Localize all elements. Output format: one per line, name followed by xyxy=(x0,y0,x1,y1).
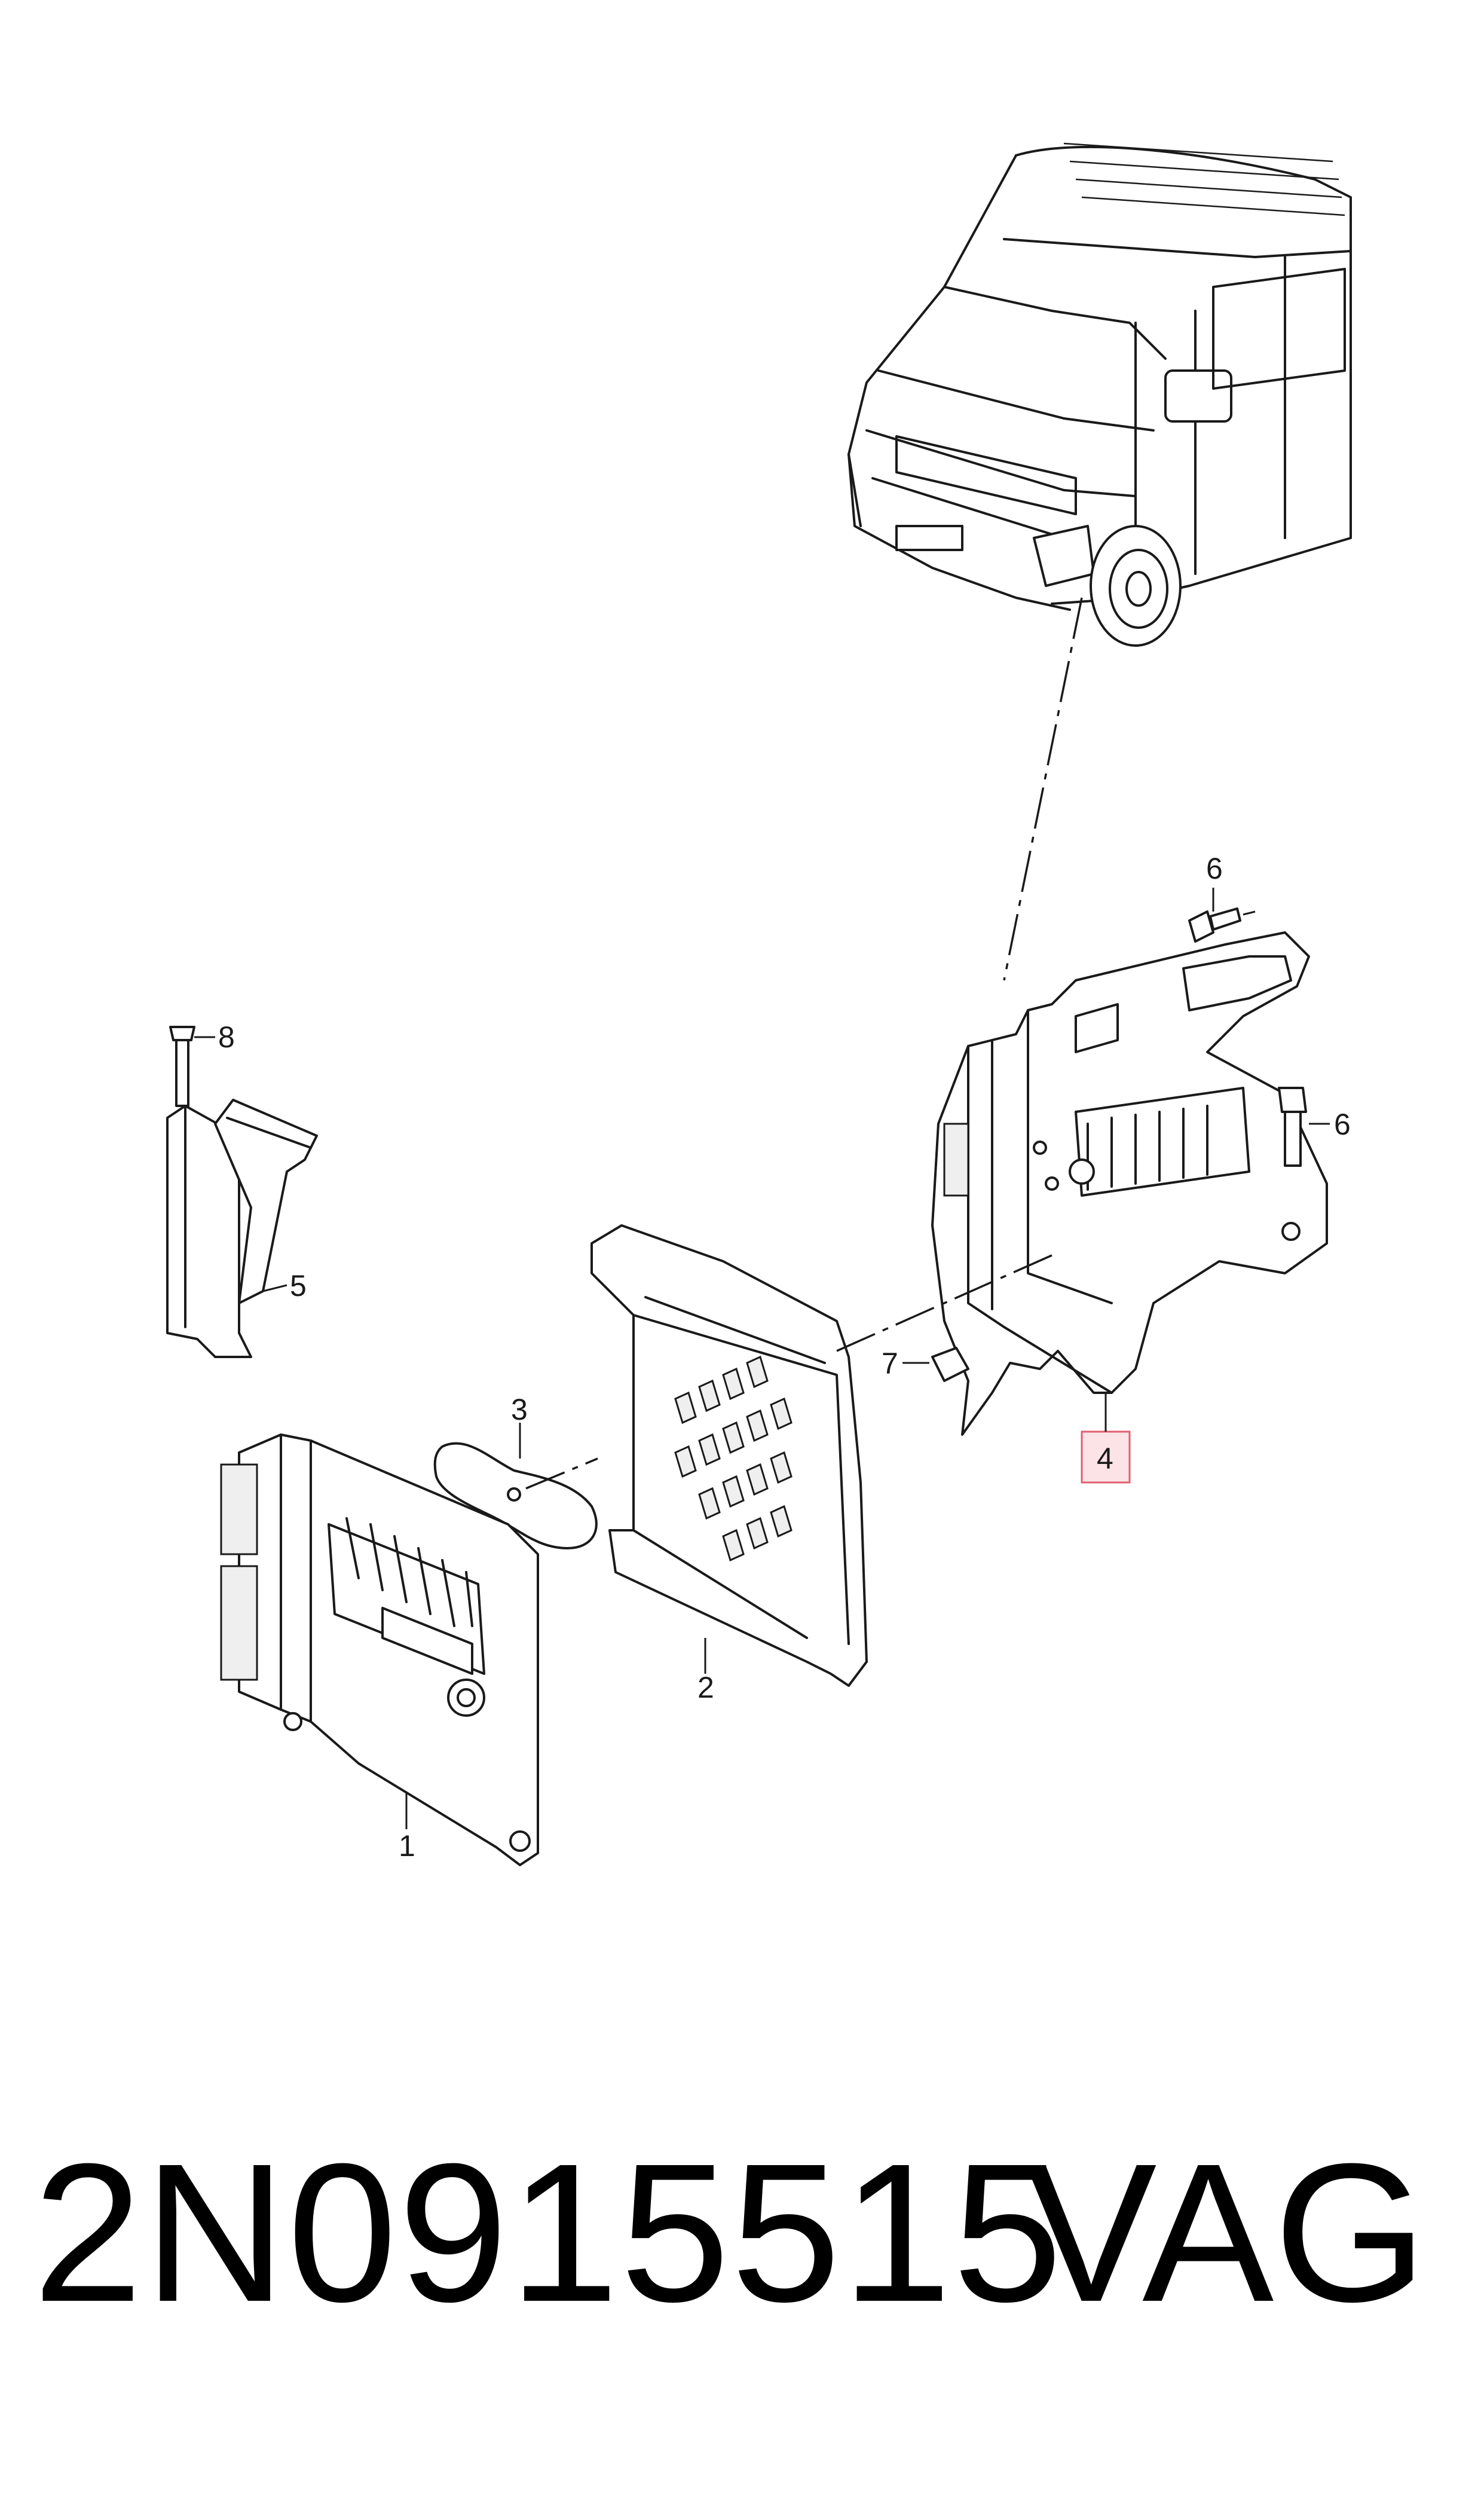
part-number-label: 2N0915515 xyxy=(33,2122,1064,2343)
callout-8[interactable]: 8 xyxy=(218,1020,235,1054)
callout-1[interactable]: 1 xyxy=(399,1829,415,1863)
van-illustration xyxy=(847,142,1352,647)
callout-5[interactable]: 5 xyxy=(290,1269,307,1303)
part-8-screw xyxy=(169,1026,215,1107)
part-7-nut xyxy=(902,1347,969,1382)
part-2-housing xyxy=(590,1224,868,1687)
callout-7[interactable]: 7 xyxy=(882,1347,898,1380)
part-3-pad xyxy=(433,1423,598,1549)
part-6-bolt-upper xyxy=(1188,907,1256,943)
brand-label: VAG xyxy=(1025,2122,1427,2343)
part-4-bracket xyxy=(931,931,1328,1436)
part-1-control-unit xyxy=(220,1433,539,1866)
callout-4[interactable]: 4 xyxy=(1097,1442,1113,1475)
callout-6-upper[interactable]: 6 xyxy=(1206,852,1223,885)
housing-slots xyxy=(674,1355,793,1562)
callout-6-right[interactable]: 6 xyxy=(1334,1108,1351,1141)
callout-3[interactable]: 3 xyxy=(511,1393,528,1426)
assembly-line-2-to-4 xyxy=(836,1254,1052,1352)
location-leader-line xyxy=(1003,597,1083,981)
callout-2[interactable]: 2 xyxy=(697,1671,714,1704)
part-6-bolt-right xyxy=(1278,1087,1330,1167)
assembly-line-3-to-2 xyxy=(525,1457,598,1490)
part-5-side-bracket xyxy=(166,1099,318,1358)
